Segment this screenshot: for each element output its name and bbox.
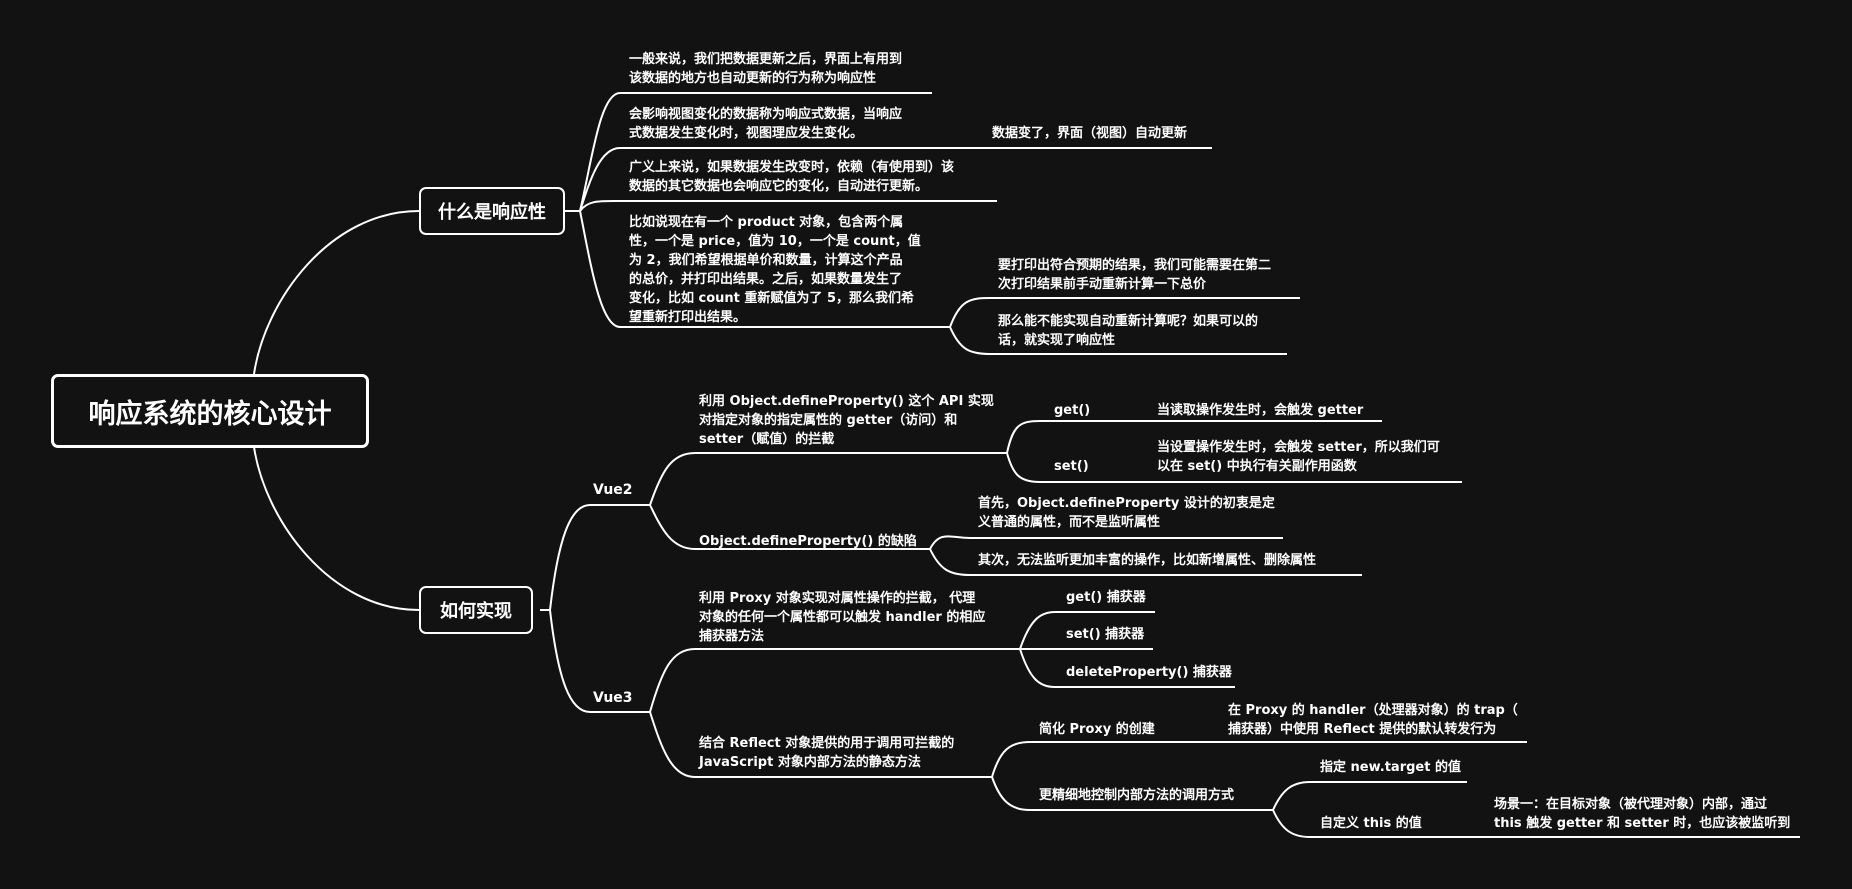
what-note-2-child: 数据变了，界面（视图）自动更新 (992, 126, 1188, 141)
vue3-custom-this: 自定义 this 的值 (1320, 816, 1422, 831)
vue3-proxy: 利用 Proxy 对象实现对属性操作的拦截， 代理对象的任何一个属性都可以触发 … (699, 591, 986, 644)
node-how-to-implement[interactable]: 如何实现 (419, 586, 533, 634)
what-note-3: 广义上来说，如果数据发生改变时，依赖（有使用到）该数据的其它数据也会响应它的变化… (629, 160, 955, 194)
root-title: 响应系统的核心设计 (88, 398, 332, 430)
what-note-4-child-2: 那么能不能实现自动重新计算呢？如果可以的话，就实现了响应性 (998, 314, 1259, 348)
vue3-simplify-proxy-desc: 在 Proxy 的 handler（处理器对象）的 trap（捕获器）中使用 R… (1228, 703, 1518, 737)
vue3-simplify-proxy: 简化 Proxy 的创建 (1039, 722, 1155, 737)
vue2-defect-1: 首先，Object.defineProperty 设计的初衷是定义普通的属性，而… (978, 496, 1275, 530)
vue2-set-desc: 当设置操作发生时，会触发 setter，所以我们可以在 set() 中执行有关副… (1157, 440, 1440, 474)
node-how-to-implement-label: 如何实现 (440, 601, 512, 622)
vue2-defect-2: 其次，无法监听更加丰富的操作，比如新增属性、删除属性 (978, 553, 1317, 568)
root-node[interactable]: 响应系统的核心设计 (51, 374, 369, 448)
vue3-delete-trap: deleteProperty() 捕获器 (1066, 665, 1232, 680)
vue3-set-trap: set() 捕获器 (1066, 627, 1145, 642)
vue3-new-target: 指定 new.target 的值 (1320, 760, 1461, 775)
what-note-1: 一般来说，我们把数据更新之后，界面上有用到该数据的地方也自动更新的行为称为响应性 (629, 52, 903, 86)
what-note-4-child-1: 要打印出符合预期的结果，我们可能需要在第二次打印结果前手动重新计算一下总价 (998, 258, 1272, 292)
vue3-get-trap: get() 捕获器 (1066, 590, 1146, 605)
vue2-set-label: set() (1054, 459, 1089, 474)
vue3-fine-control: 更精细地控制内部方法的调用方式 (1039, 788, 1235, 803)
vue2-label: Vue2 (593, 482, 633, 498)
node-what-is-reactivity[interactable]: 什么是响应性 (419, 187, 565, 235)
vue2-define-property: 利用 Object.defineProperty() 这个 API 实现对指定对… (699, 394, 994, 447)
vue3-label: Vue3 (593, 690, 633, 706)
what-note-2: 会影响视图变化的数据称为响应式数据，当响应式数据发生变化时，视图理应发生变化。 (629, 107, 903, 141)
vue2-get-label: get() (1054, 403, 1091, 418)
vue2-defect: Object.defineProperty() 的缺陷 (699, 534, 917, 549)
node-what-is-reactivity-label: 什么是响应性 (438, 202, 546, 223)
vue2-get-desc: 当读取操作发生时，会触发 getter (1157, 403, 1364, 418)
what-note-4: 比如说现在有一个 product 对象，包含两个属性，一个是 price，值为 … (629, 215, 921, 325)
